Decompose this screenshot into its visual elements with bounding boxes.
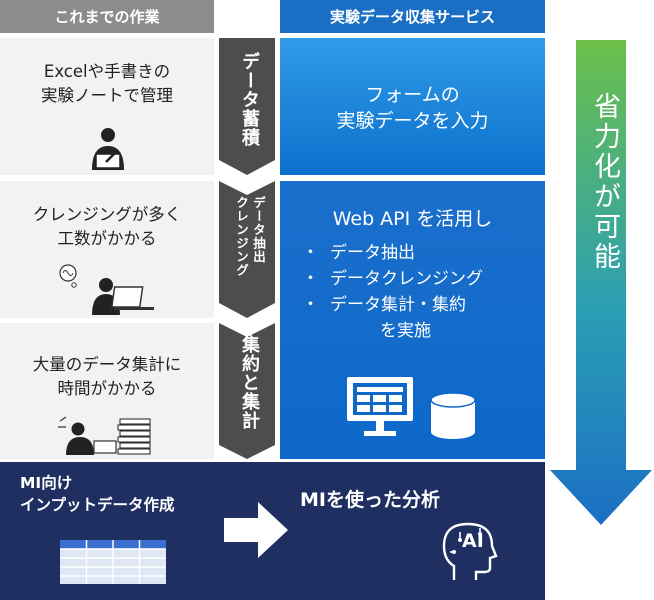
person-writing-icon — [92, 128, 124, 170]
thinking-person-laptop-icon — [59, 264, 154, 315]
step-label-cleansing: クレンジング — [234, 196, 249, 277]
side-gradient-arrow — [550, 40, 652, 525]
step-label-extract: データ抽出 — [251, 196, 266, 264]
service-api-bullet-2: データクレンジング — [330, 269, 483, 289]
left-box-aggregation: 大量のデータ集計に 時間がかかる — [0, 323, 214, 459]
left-box-cleansing: クレンジングが多く 工数がかかる — [0, 181, 214, 318]
ai-badge-text: AI — [462, 530, 484, 552]
bullet-dot-3: ・ — [302, 295, 319, 315]
service-input-line1: フォームの — [365, 84, 460, 106]
database-icon — [430, 392, 476, 439]
mi-input-line2: インプットデータ作成 — [20, 496, 175, 514]
left-box-management-line2: 実験ノートで管理 — [41, 86, 173, 105]
monitor-icon — [347, 377, 413, 436]
service-api-bullet-1: データ抽出 — [330, 243, 415, 263]
step-arrow-aggregate — [219, 323, 275, 459]
service-api-last-line: を実施 — [380, 321, 431, 341]
step-label-accumulate: データ蓄積 — [239, 52, 260, 147]
step-arrow-cleansing — [219, 181, 275, 318]
left-box-aggregation-line2: 時間がかかる — [57, 379, 157, 398]
header-service: 実験データ収集サービス — [280, 0, 545, 33]
step-label-aggregate: 集約と集計 — [239, 335, 260, 430]
service-input-box — [280, 38, 545, 175]
ai-head-icon — [442, 522, 498, 580]
left-box-aggregation-line1: 大量のデータ集計に — [32, 355, 182, 374]
arrow-right-icon — [224, 502, 288, 558]
bullet-dot-1: ・ — [302, 243, 319, 263]
step-arrow-accumulate — [219, 38, 275, 175]
service-api-title: Web API を活用し — [332, 208, 493, 230]
mi-input-line1: MI向け — [20, 474, 73, 492]
side-arrow-label: 省力化が可能 — [589, 92, 620, 272]
person-with-papers-icon — [58, 416, 151, 455]
service-input-line2: 実験データを入力 — [336, 110, 489, 132]
left-box-cleansing-line2: 工数がかかる — [57, 229, 157, 248]
service-api-bullet-3: データ集計・集約 — [330, 295, 466, 315]
left-box-management-line1: Excelや手書きの — [43, 62, 171, 81]
mi-analysis-title: MIを使った分析 — [300, 489, 440, 511]
header-current-work: これまでの作業 — [0, 0, 214, 33]
left-box-cleansing-line1: クレンジングが多く — [32, 205, 182, 224]
bullet-dot-2: ・ — [302, 269, 319, 289]
mi-input-title: MI向け インプットデータ作成 — [20, 472, 175, 516]
left-box-management: Excelや手書きの 実験ノートで管理 — [0, 38, 214, 175]
table-icon — [60, 540, 166, 584]
